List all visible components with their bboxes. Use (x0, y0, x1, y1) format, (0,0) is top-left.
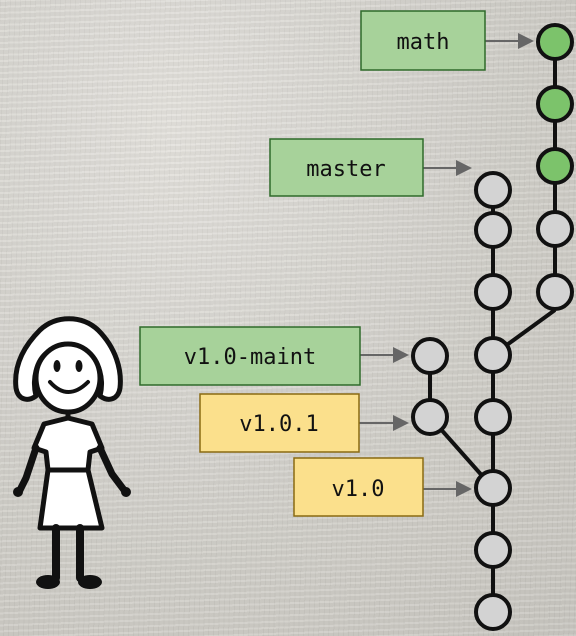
commit-master-5 (474, 211, 512, 249)
branch-label-master-text: master (306, 157, 385, 182)
commit-master-3 (474, 398, 512, 436)
commit-side-2 (536, 210, 574, 248)
commit-side-1 (536, 273, 574, 311)
tag-label-v1-0-1[interactable]: v1.0.1 (199, 393, 360, 453)
commit-master-head (474, 171, 512, 209)
commit-master-2 (474, 531, 512, 569)
branch-label-v1-0-maint[interactable]: v1.0-maint (139, 326, 361, 386)
commit-master-merge (474, 336, 512, 374)
stick-figure-girl (13, 316, 131, 589)
commit-v1-0 (474, 469, 512, 507)
tag-label-v1-0-1-text: v1.0.1 (239, 412, 318, 437)
commit-math-1 (536, 147, 574, 185)
tag-label-v1-0-text: v1.0 (332, 477, 385, 502)
tag-label-v1-0[interactable]: v1.0 (293, 457, 424, 517)
commit-math-2 (536, 85, 574, 123)
commit-master-1 (474, 593, 512, 631)
label-arrows (359, 33, 534, 497)
branch-label-math[interactable]: math (360, 10, 486, 71)
commit-edges (428, 42, 557, 612)
commit-maint-head (411, 337, 449, 375)
branch-label-math-text: math (397, 30, 450, 55)
commit-v1-0-1 (411, 398, 449, 436)
commit-master-4 (474, 273, 512, 311)
branch-label-v1-0-maint-text: v1.0-maint (184, 345, 316, 370)
branch-label-master[interactable]: master (269, 138, 424, 197)
commit-math-head (536, 23, 574, 61)
commits (411, 23, 574, 631)
